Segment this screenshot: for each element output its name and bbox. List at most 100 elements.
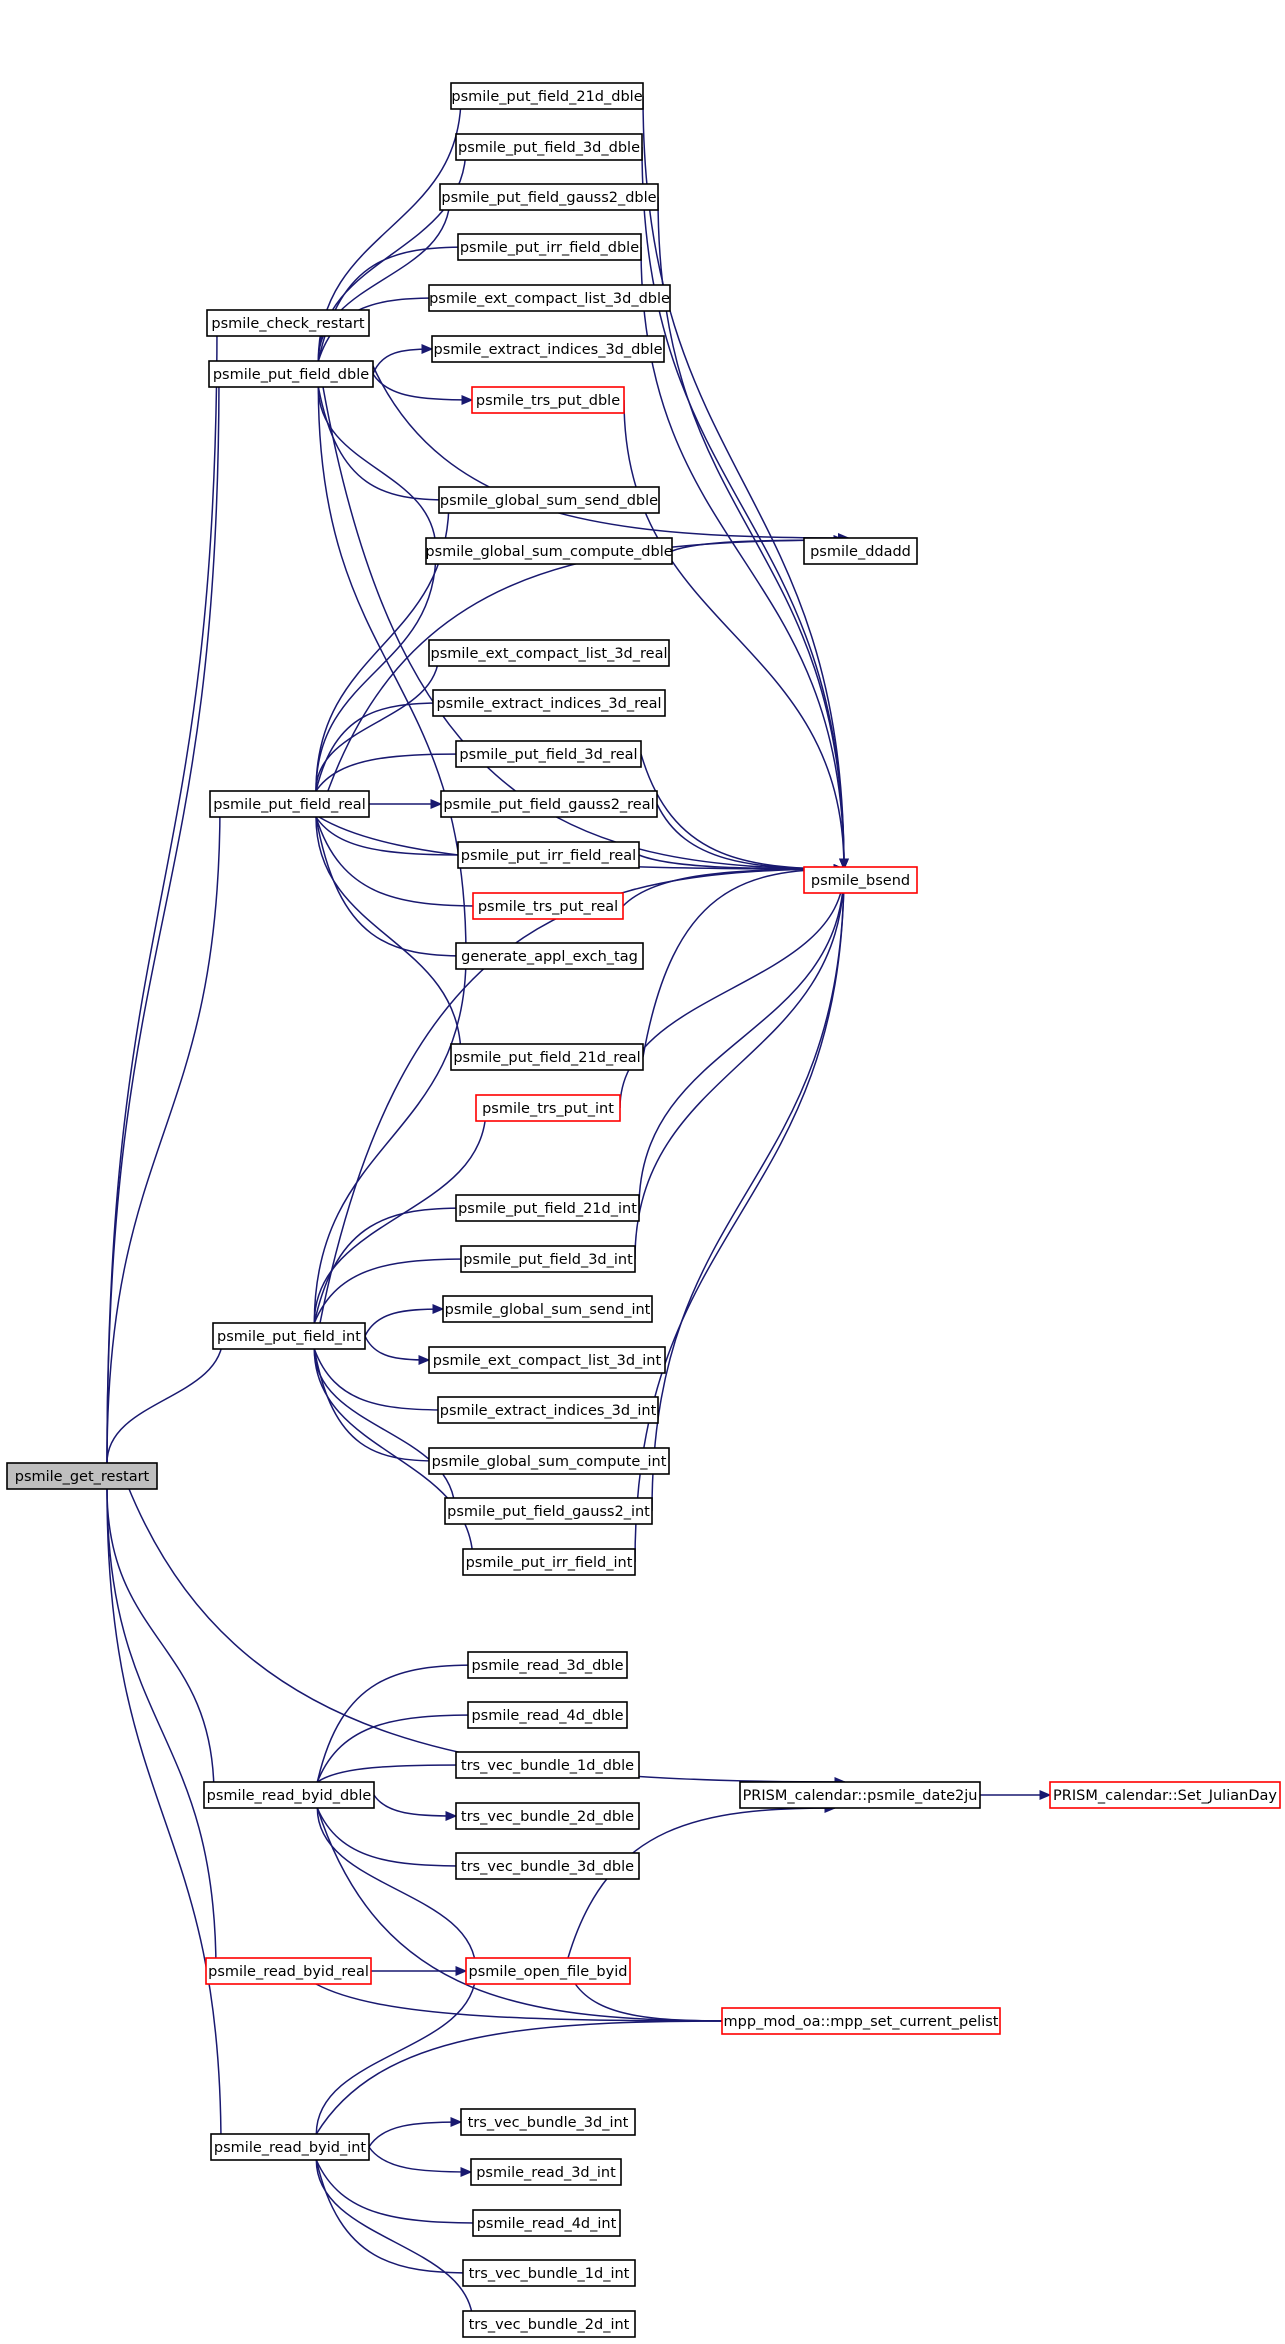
node-ei_dble[interactable]: psmile_extract_indices_3d_dble [431, 335, 665, 363]
node-check_restart[interactable]: psmile_check_restart [206, 309, 370, 337]
node-box[interactable] [442, 1295, 653, 1323]
node-box[interactable] [428, 1447, 670, 1475]
node-box[interactable] [455, 1751, 640, 1779]
node-box[interactable] [472, 892, 624, 920]
node-box[interactable] [467, 1651, 628, 1679]
node-p3d_real[interactable]: psmile_put_field_3d_real [455, 740, 642, 768]
node-p3d_int[interactable]: psmile_put_field_3d_int [460, 1245, 636, 1273]
node-pg2_int[interactable]: psmile_put_field_gauss2_int [444, 1497, 653, 1525]
node-pirr_real[interactable]: psmile_put_irr_field_real [457, 841, 640, 869]
node-julian[interactable]: PRISM_calendar::Set_JulianDay [1049, 1781, 1281, 1809]
node-read_dble[interactable]: psmile_read_byid_dble [203, 1781, 375, 1809]
node-put_dble[interactable]: psmile_put_field_dble [208, 360, 374, 388]
node-p3d_dble[interactable]: psmile_put_field_3d_dble [455, 133, 643, 161]
node-ecl_real[interactable]: psmile_ext_compact_list_3d_real [428, 639, 670, 667]
node-box[interactable] [460, 1245, 636, 1273]
node-ecl_dble[interactable]: psmile_ext_compact_list_3d_dble [428, 284, 671, 312]
node-p21d_int[interactable]: psmile_put_field_21d_int [455, 1194, 640, 1222]
node-gss_int[interactable]: psmile_global_sum_send_int [442, 1295, 653, 1323]
node-box[interactable] [462, 1548, 636, 1576]
node-put_int[interactable]: psmile_put_field_int [212, 1322, 366, 1350]
node-box[interactable] [444, 1497, 653, 1525]
node-bsend[interactable]: psmile_bsend [803, 866, 918, 894]
node-box[interactable] [206, 309, 370, 337]
node-tvb2_dble[interactable]: trs_vec_bundle_2d_dble [455, 1802, 640, 1830]
node-box[interactable] [450, 82, 644, 110]
node-box[interactable] [428, 639, 670, 667]
node-box[interactable] [462, 2259, 636, 2287]
node-p21d_dble[interactable]: psmile_put_field_21d_dble [450, 82, 644, 110]
node-box[interactable] [432, 689, 666, 717]
node-ecl_int[interactable]: psmile_ext_compact_list_3d_int [428, 1346, 666, 1374]
node-box[interactable] [471, 386, 625, 414]
node-box[interactable] [803, 537, 918, 565]
node-box[interactable] [803, 866, 918, 894]
node-box[interactable] [212, 1322, 366, 1350]
node-gsc_dble[interactable]: psmile_global_sum_compute_dble [425, 537, 673, 565]
node-box[interactable] [1049, 1781, 1281, 1809]
node-box[interactable] [203, 1781, 375, 1809]
node-pg2_real[interactable]: psmile_put_field_gauss2_real [440, 790, 658, 818]
node-box[interactable] [439, 183, 659, 211]
node-pirr_dble[interactable]: psmile_put_irr_field_dble [457, 233, 642, 261]
node-box[interactable] [455, 1852, 640, 1880]
node-box[interactable] [450, 1043, 644, 1071]
node-gsc_int[interactable]: psmile_global_sum_compute_int [428, 1447, 670, 1475]
node-read_int[interactable]: psmile_read_byid_int [210, 2133, 370, 2161]
node-trs_dble[interactable]: psmile_trs_put_dble [471, 386, 625, 414]
node-box[interactable] [210, 2133, 370, 2161]
node-box[interactable] [455, 740, 642, 768]
node-box[interactable] [467, 1701, 628, 1729]
node-ddadd[interactable]: psmile_ddadd [803, 537, 918, 565]
node-p21d_real[interactable]: psmile_put_field_21d_real [450, 1043, 644, 1071]
node-date2ju[interactable]: PRISM_calendar::psmile_date2ju [739, 1781, 981, 1809]
node-box[interactable] [437, 1396, 659, 1424]
node-box[interactable] [440, 790, 658, 818]
node-box[interactable] [428, 1346, 666, 1374]
node-box[interactable] [455, 133, 643, 161]
node-ei_int[interactable]: psmile_extract_indices_3d_int [437, 1396, 659, 1424]
node-box[interactable] [455, 1802, 640, 1830]
node-box[interactable] [457, 841, 640, 869]
node-tvb2_int[interactable]: trs_vec_bundle_2d_int [462, 2310, 636, 2338]
node-box[interactable] [438, 486, 660, 514]
node-box[interactable] [472, 2209, 621, 2237]
node-r4d_dble[interactable]: psmile_read_4d_dble [467, 1701, 628, 1729]
node-tvb1_int[interactable]: trs_vec_bundle_1d_int [462, 2259, 636, 2287]
node-trs_real[interactable]: psmile_trs_put_real [472, 892, 624, 920]
node-get_restart[interactable]: psmile_get_restart [6, 1462, 158, 1490]
node-pirr_int[interactable]: psmile_put_irr_field_int [462, 1548, 636, 1576]
node-box[interactable] [457, 233, 642, 261]
node-box[interactable] [739, 1781, 981, 1809]
node-r3d_dble[interactable]: psmile_read_3d_dble [467, 1651, 628, 1679]
node-box[interactable] [208, 360, 374, 388]
node-box[interactable] [209, 790, 370, 818]
node-box[interactable] [455, 942, 644, 970]
node-gss_dble[interactable]: psmile_global_sum_send_dble [438, 486, 660, 514]
node-box[interactable] [475, 1094, 621, 1122]
node-box[interactable] [465, 1957, 631, 1985]
node-gen_tag[interactable]: generate_appl_exch_tag [455, 942, 644, 970]
node-box[interactable] [205, 1957, 372, 1985]
node-box[interactable] [431, 335, 665, 363]
node-read_real[interactable]: psmile_read_byid_real [205, 1957, 372, 1985]
node-tvb3_int[interactable]: trs_vec_bundle_3d_int [460, 2108, 636, 2136]
node-r4d_int[interactable]: psmile_read_4d_int [472, 2209, 621, 2237]
node-box[interactable] [462, 2310, 636, 2338]
node-open_file[interactable]: psmile_open_file_byid [465, 1957, 631, 1985]
node-r3d_int[interactable]: psmile_read_3d_int [470, 2158, 622, 2186]
node-box[interactable] [425, 537, 673, 565]
node-box[interactable] [6, 1462, 158, 1490]
node-tvb1_dble[interactable]: trs_vec_bundle_1d_dble [455, 1751, 640, 1779]
node-box[interactable] [470, 2158, 622, 2186]
node-box[interactable] [721, 2007, 1001, 2035]
node-tvb3_dble[interactable]: trs_vec_bundle_3d_dble [455, 1852, 640, 1880]
node-box[interactable] [428, 284, 671, 312]
node-pg2_dble[interactable]: psmile_put_field_gauss2_dble [439, 183, 659, 211]
node-box[interactable] [460, 2108, 636, 2136]
node-trs_int[interactable]: psmile_trs_put_int [475, 1094, 621, 1122]
node-ei_real[interactable]: psmile_extract_indices_3d_real [432, 689, 666, 717]
node-put_real[interactable]: psmile_put_field_real [209, 790, 370, 818]
node-pelist[interactable]: mpp_mod_oa::mpp_set_current_pelist [721, 2007, 1001, 2035]
node-box[interactable] [455, 1194, 640, 1222]
